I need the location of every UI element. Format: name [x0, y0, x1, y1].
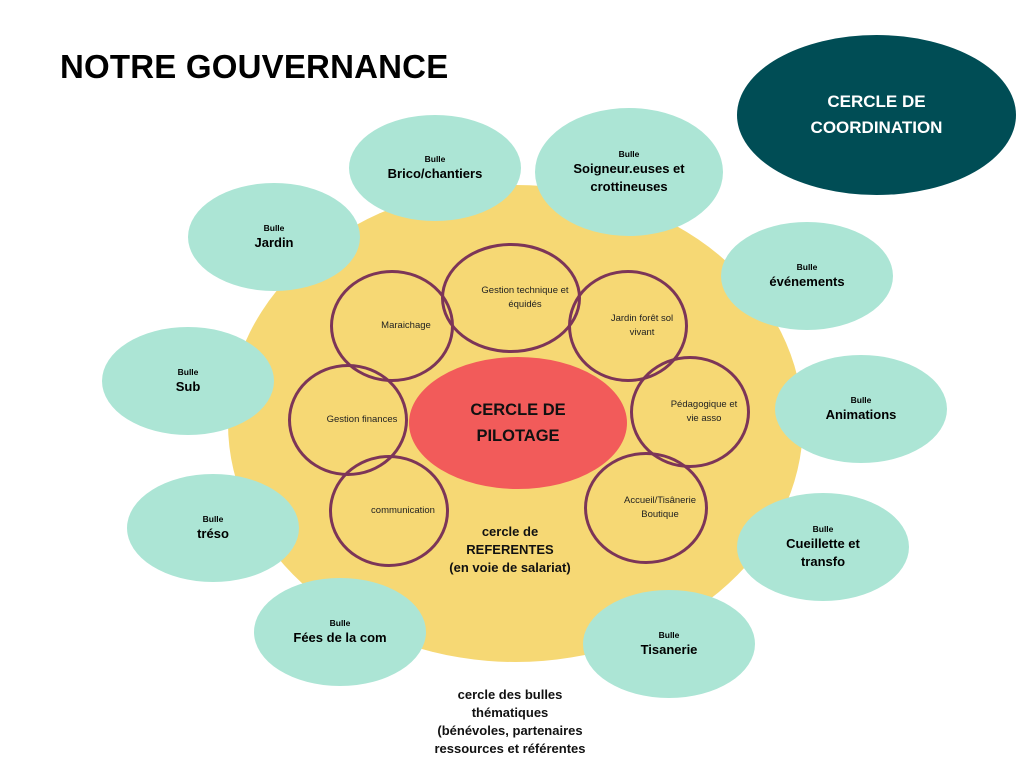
- bubble-kicker: Bulle: [812, 524, 834, 534]
- ring-label-line-2: vie asso: [686, 413, 722, 424]
- bubble-label: Tisanerie: [640, 642, 698, 657]
- ring-label-line-1: Gestion finances: [326, 414, 398, 425]
- bubble-fees-de-la-com: Bulle Fées de la com: [254, 578, 426, 686]
- bubble-label-line-1: Cueillette et: [786, 536, 860, 551]
- bubble-kicker: Bulle: [263, 223, 285, 233]
- ring-label-line-2: Boutique: [641, 509, 679, 520]
- bubble-label: tréso: [197, 526, 229, 541]
- bubbles-caption-line-1: cercle des bulles: [457, 687, 563, 702]
- bubble-animations: Bulle Animations: [775, 355, 947, 463]
- bubbles-caption-line-4: ressources et référentes: [434, 741, 586, 756]
- bubble-brico-chantiers: Bulle Brico/chantiers: [349, 115, 521, 221]
- ring-communication: communication: [329, 455, 449, 567]
- ring-maraichage: Maraichage: [330, 270, 454, 382]
- ring-pedagogique: Pédagogique et vie asso: [630, 356, 750, 468]
- bubble-sub: Bulle Sub: [102, 327, 274, 435]
- coordination-circle: CERCLE DE COORDINATION: [737, 35, 1016, 195]
- pilotage-line-2: PILOTAGE: [476, 427, 560, 445]
- bubble-kicker: Bulle: [850, 395, 872, 405]
- bubble-label: événements: [769, 274, 845, 289]
- bubble-tisanerie: Bulle Tisanerie: [583, 590, 755, 698]
- pilotage-line-1: CERCLE DE: [470, 401, 566, 419]
- ring-label-line-1: Accueil/Tisânerie: [624, 495, 696, 506]
- bubble-kicker: Bulle: [202, 514, 224, 524]
- referents-caption: cercle de REFERENTES (en voie de salaria…: [430, 523, 590, 577]
- bubble-soigneurs: Bulle Soigneur.euses et crottineuses: [535, 108, 723, 236]
- bubble-evenements: Bulle événements: [721, 222, 893, 330]
- ring-accueil: Accueil/Tisânerie Boutique: [584, 452, 708, 564]
- page-title: NOTRE GOUVERNANCE: [60, 48, 449, 85]
- bubbles-caption-line-3: (bénévoles, partenaires: [437, 723, 583, 738]
- ring-label-line-1: Pédagogique et: [670, 399, 738, 410]
- bubble-label: Fées de la com: [293, 630, 387, 645]
- bubble-label-line-2: crottineuses: [590, 179, 668, 194]
- bubble-jardin: Bulle Jardin: [188, 183, 360, 291]
- bubble-label-line-1: Soigneur.euses et: [573, 161, 685, 176]
- bubbles-caption: cercle des bulles thématiques (bénévoles…: [405, 686, 615, 758]
- ring-label-line-1: Jardin forêt sol: [610, 313, 674, 324]
- bubble-kicker: Bulle: [177, 367, 199, 377]
- bubble-kicker: Bulle: [424, 154, 446, 164]
- coordination-line-2: COORDINATION: [810, 118, 943, 137]
- ring-label-line-2: équidés: [508, 299, 542, 310]
- ring-label-line-2: vivant: [629, 327, 655, 338]
- bubble-label: Sub: [175, 379, 201, 394]
- coordination-line-1: CERCLE DE: [827, 92, 926, 111]
- pilotage-circle: CERCLE DE PILOTAGE: [409, 357, 627, 489]
- bubble-kicker: Bulle: [658, 630, 680, 640]
- bubble-label: Brico/chantiers: [387, 166, 483, 181]
- ring-label-line-1: communication: [371, 505, 435, 516]
- ring-label-line-1: Gestion technique et: [481, 285, 569, 296]
- bubble-kicker: Bulle: [329, 618, 351, 628]
- bubble-label: Jardin: [254, 235, 294, 250]
- referents-caption-line-1: cercle de: [481, 524, 539, 539]
- ring-jardin-foret: Jardin forêt sol vivant: [568, 270, 688, 382]
- bubble-treso: Bulle tréso: [127, 474, 299, 582]
- bubble-kicker: Bulle: [796, 262, 818, 272]
- bubble-cueillette: Bulle Cueillette et transfo: [737, 493, 909, 601]
- referents-caption-line-3: (en voie de salariat): [449, 560, 571, 575]
- bubbles-caption-line-2: thématiques: [471, 705, 549, 720]
- referents-caption-line-2: REFERENTES: [466, 542, 554, 557]
- ring-label-line-1: Maraichage: [381, 320, 431, 331]
- bubble-label-line-2: transfo: [800, 554, 846, 569]
- bubble-label: Animations: [825, 407, 897, 422]
- bubble-kicker: Bulle: [618, 149, 640, 159]
